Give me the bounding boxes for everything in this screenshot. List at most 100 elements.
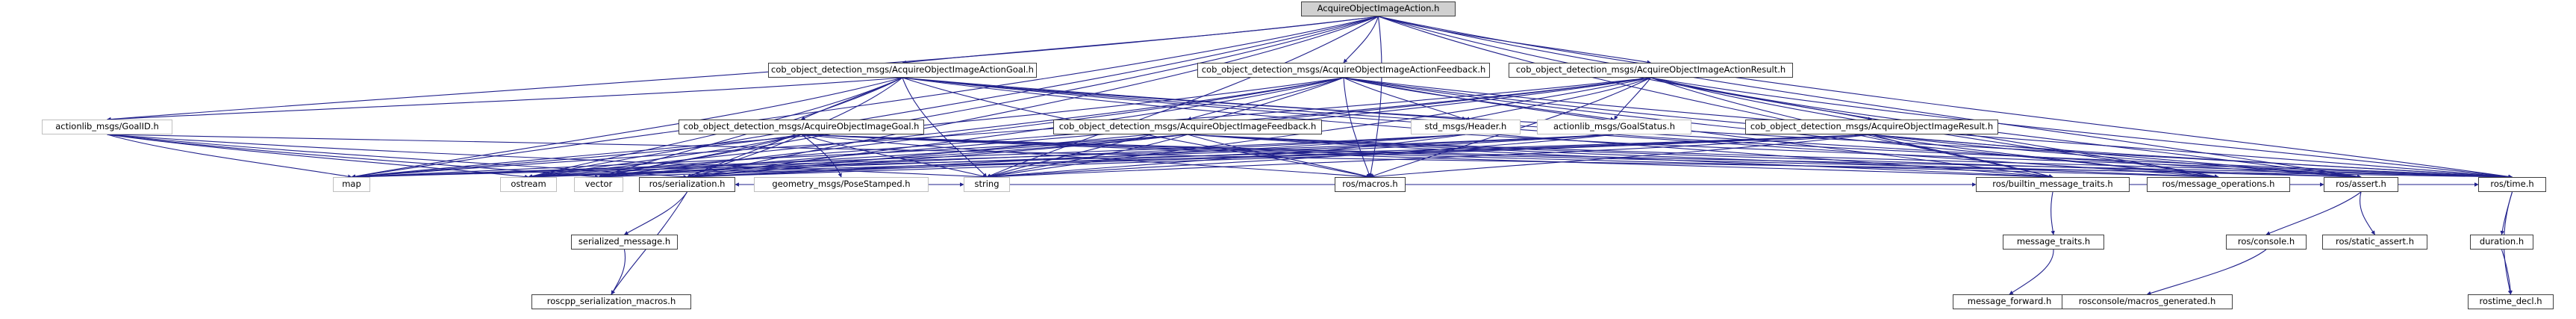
graph-edge — [1378, 16, 1652, 64]
graph-node-macros[interactable]: ros/macros.h — [1335, 177, 1406, 192]
graph-edge — [1650, 77, 2362, 179]
graph-node-label: map — [342, 179, 361, 190]
graph-node-rosconsolemac[interactable]: rosconsole/macros_generated.h — [2062, 294, 2233, 309]
graph-node-msgforward[interactable]: message_forward.h — [1953, 294, 2066, 309]
graph-node-label: ros/static_assert.h — [2336, 236, 2414, 247]
graph-edge — [2501, 249, 2513, 295]
graph-edge — [1343, 77, 1371, 178]
graph-edge — [351, 134, 1188, 179]
graph-edge — [598, 134, 802, 179]
graph-edge — [107, 134, 529, 179]
graph-edge — [1369, 134, 1872, 179]
graph-node-map[interactable]: map — [333, 177, 370, 192]
graph-node-msgops[interactable]: ros/message_operations.h — [2147, 177, 2290, 192]
graph-edge — [986, 134, 1872, 179]
graph-node-assert[interactable]: ros/assert.h — [2324, 177, 2398, 192]
graph-node-label: message_forward.h — [1967, 296, 2052, 307]
graph-edge — [351, 16, 1379, 179]
graph-edge — [528, 134, 1188, 179]
graph-edge — [1187, 134, 2053, 179]
graph-node-ostream[interactable]: ostream — [500, 177, 557, 192]
graph-node-result[interactable]: cob_object_detection_msgs/AcquireObjectI… — [1745, 120, 1998, 134]
graph-node-label: geometry_msgs/PoseStamped.h — [772, 179, 911, 190]
graph-node-serialization[interactable]: ros/serialization.h — [639, 177, 735, 192]
graph-node-staticassert[interactable]: ros/static_assert.h — [2322, 235, 2427, 250]
graph-node-feedback[interactable]: cob_object_detection_msgs/AcquireObjectI… — [1053, 120, 1322, 134]
graph-node-duration[interactable]: duration.h — [2470, 235, 2533, 250]
graph-node-label: rostime_decl.h — [2479, 296, 2542, 307]
graph-edge — [107, 134, 352, 179]
graph-edge — [1343, 16, 1379, 64]
graph-edge — [2360, 191, 2375, 235]
graph-node-label: cob_object_detection_msgs/AcquireObjectI… — [1750, 121, 1994, 132]
graph-edge — [528, 77, 1344, 179]
graph-node-label: message_traits.h — [2016, 236, 2091, 247]
graph-node-label: ros/message_operations.h — [2162, 179, 2275, 190]
graph-edge — [1871, 134, 2513, 179]
graph-edge — [686, 134, 1615, 179]
graph-edge — [986, 134, 1188, 179]
graph-edge — [2146, 249, 2267, 296]
graph-node-label: roscpp_serialization_macros.h — [546, 296, 676, 307]
graph-node-time[interactable]: ros/time.h — [2478, 177, 2546, 192]
graph-node-label: std_msgs/Header.h — [1424, 121, 1507, 132]
graph-edge — [801, 134, 842, 178]
graph-node-actresult[interactable]: cob_object_detection_msgs/AcquireObjectI… — [1509, 63, 1793, 78]
graph-node-label: actionlib_msgs/GoalStatus.h — [1553, 121, 1675, 132]
graph-node-label: cob_object_detection_msgs/AcquireObjectI… — [1515, 64, 1786, 75]
graph-node-label: string — [974, 179, 999, 190]
graph-node-label: ros/builtin_message_traits.h — [1992, 179, 2113, 190]
graph-edge — [686, 134, 802, 178]
graph-edge — [1378, 16, 2513, 179]
graph-node-posestamped[interactable]: geometry_msgs/PoseStamped.h — [754, 177, 929, 192]
graph-node-label: ros/macros.h — [1342, 179, 1398, 190]
graph-node-label: vector — [584, 179, 613, 190]
graph-edge — [351, 134, 1466, 179]
graph-edge — [106, 77, 903, 122]
graph-node-roscppmacros[interactable]: roscpp_serialization_macros.h — [531, 294, 691, 309]
graph-edge — [107, 134, 988, 179]
graph-edge — [1871, 134, 2362, 179]
graph-edge — [598, 134, 1872, 179]
graph-edge — [1378, 16, 2362, 179]
graph-node-label: serialized_message.h — [578, 236, 671, 247]
graph-node-goalid[interactable]: actionlib_msgs/GoalID.h — [42, 120, 172, 134]
graph-edge — [624, 191, 687, 235]
graph-node-builtintraits[interactable]: ros/builtin_message_traits.h — [1976, 177, 2130, 192]
graph-edge — [2009, 249, 2054, 295]
graph-edge — [1871, 134, 2219, 179]
graph-node-header[interactable]: std_msgs/Header.h — [1411, 120, 1521, 134]
graph-edge — [1187, 134, 2362, 179]
graph-node-console[interactable]: ros/console.h — [2226, 235, 2307, 250]
graph-node-label: rosconsole/macros_generated.h — [2078, 296, 2216, 307]
graph-edge — [1871, 134, 2053, 179]
graph-node-label: ros/serialization.h — [649, 179, 726, 190]
graph-node-vector[interactable]: vector — [574, 177, 623, 192]
graph-edge — [1650, 77, 2513, 179]
graph-node-msgtraits[interactable]: message_traits.h — [2003, 235, 2104, 250]
graph-edge — [1614, 134, 2513, 179]
graph-edge — [986, 134, 1615, 179]
graph-node-label: AcquireObjectImageAction.h — [1317, 3, 1440, 14]
graph-node-actgoal[interactable]: cob_object_detection_msgs/AcquireObjectI… — [768, 63, 1037, 78]
graph-edge — [801, 134, 1371, 179]
graph-edge — [1614, 77, 1651, 120]
graph-node-goal[interactable]: cob_object_detection_msgs/AcquireObjectI… — [679, 120, 924, 134]
graph-edge — [528, 134, 802, 179]
graph-node-label: ros/assert.h — [2336, 179, 2386, 190]
graph-edge — [528, 134, 1615, 179]
graph-node-label: ros/console.h — [2237, 236, 2295, 247]
graph-node-goalstatus[interactable]: actionlib_msgs/GoalStatus.h — [1537, 120, 1691, 134]
graph-node-serialmsg[interactable]: serialized_message.h — [571, 235, 678, 250]
graph-edge — [2050, 191, 2055, 235]
graph-node-actfeedback[interactable]: cob_object_detection_msgs/AcquireObjectI… — [1197, 63, 1490, 78]
graph-node-root[interactable]: AcquireObjectImageAction.h — [1301, 1, 1456, 16]
graph-edge — [2265, 191, 2362, 235]
graph-node-label: ostream — [511, 179, 546, 190]
graph-edge — [611, 249, 626, 295]
graph-edge — [351, 134, 1872, 179]
graph-node-rostimedecl[interactable]: rostime_decl.h — [2468, 294, 2554, 309]
graph-node-string[interactable]: string — [964, 177, 1010, 192]
